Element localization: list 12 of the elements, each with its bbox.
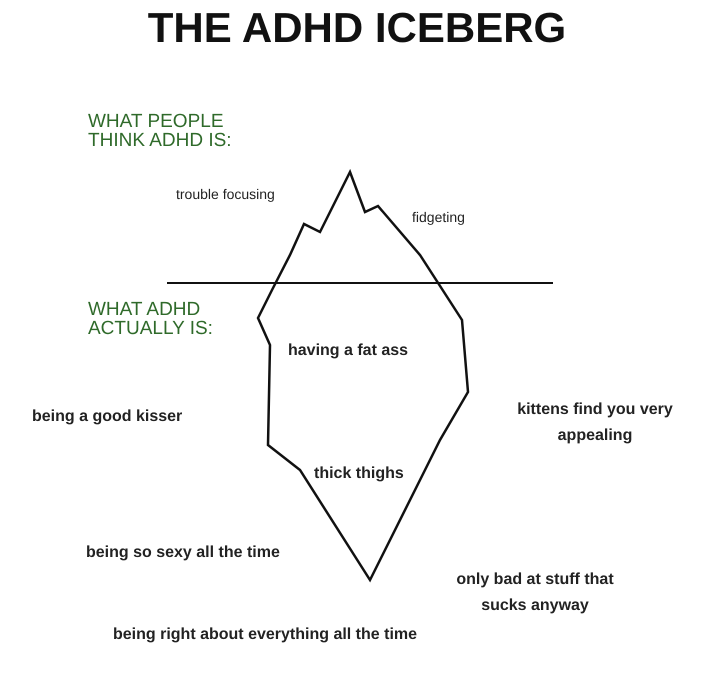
title: THE ADHD ICEBERG (146, 4, 568, 52)
iceberg-label: having a fat ass (288, 341, 408, 361)
iceberg-label: trouble focusing (176, 186, 275, 202)
section-heading: WHAT PEOPLE THINK ADHD IS: (88, 112, 233, 150)
iceberg-label: only bad at stuff that sucks anyway (455, 570, 615, 616)
iceberg-label: being so sexy all the time (86, 543, 280, 563)
iceberg-label: being right about everything all the time (112, 625, 418, 645)
iceberg-label: thick thighs (314, 464, 404, 484)
section-heading: WHAT ADHD ACTUALLY IS: (88, 300, 214, 338)
iceberg-label: being a good kisser (32, 407, 182, 427)
iceberg-label: kittens find you very appealing (516, 400, 674, 446)
iceberg-label: fidgeting (412, 209, 465, 225)
